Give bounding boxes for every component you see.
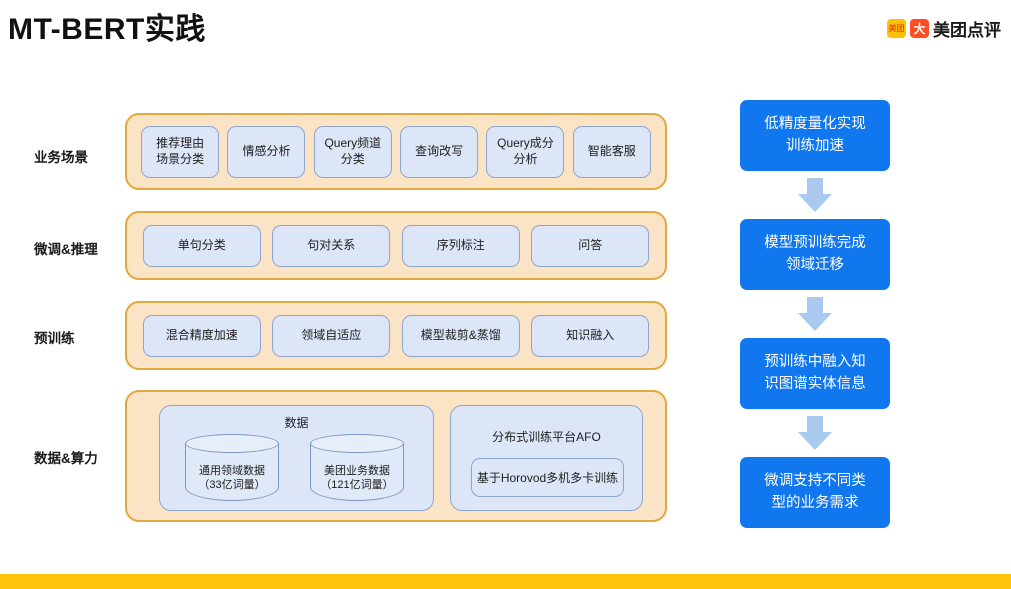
chip-sentence-pair-relation[interactable]: 句对关系 xyxy=(272,224,391,267)
chip-mixed-precision[interactable]: 混合精度加速 xyxy=(142,314,261,357)
arrow-shaft xyxy=(807,416,823,433)
panel-data: 数据 通用领域数据 （33亿词量） 美团业务数据 （121亿词量） xyxy=(159,405,434,511)
chip-pruning-distill[interactable]: 模型裁剪&蒸馏 xyxy=(401,314,520,357)
row-label-pretrain: 预训练 xyxy=(34,331,75,346)
chip-query-channel[interactable]: Query频道 分类 xyxy=(313,125,392,178)
band-business-scenarios: 推荐理由 场景分类 情感分析 Query频道 分类 查询改写 Query成分 分… xyxy=(125,113,667,190)
chip-sentiment[interactable]: 情感分析 xyxy=(227,125,306,178)
row-label-data: 数据&算力 xyxy=(34,451,98,466)
chip-domain-adaptation[interactable]: 领域自适应 xyxy=(272,314,391,357)
page-title: MT-BERT实践 xyxy=(8,13,206,46)
arrow-head xyxy=(798,194,832,212)
cylinder-meituan-business-data[interactable]: 美团业务数据 （121亿词量） xyxy=(310,434,404,506)
chip-knowledge-fusion[interactable]: 知识融入 xyxy=(531,314,650,357)
flow-arrow-down-icon-3 xyxy=(798,416,832,450)
footer-accent-bar xyxy=(0,574,1011,589)
flow-arrow-down-icon-1 xyxy=(798,178,832,212)
cylinder-top xyxy=(185,434,279,453)
chip-row-pretrain: 混合精度加速 领域自适应 模型裁剪&蒸馏 知识融入 xyxy=(127,303,665,368)
chip-query-rewrite[interactable]: 查询改写 xyxy=(400,125,479,178)
dianping-square-icon: 大 xyxy=(910,19,929,38)
arrow-shaft xyxy=(807,178,823,195)
panel-afo-title: 分布式训练平台AFO xyxy=(492,430,601,444)
cylinder-label: 美团业务数据 （121亿词量） xyxy=(320,465,394,492)
row-label-finetune: 微调&推理 xyxy=(34,242,98,257)
chip-recommend-reason[interactable]: 推荐理由 场景分类 xyxy=(141,125,220,178)
arrow-head xyxy=(798,432,832,450)
chip-query-component[interactable]: Query成分 分析 xyxy=(486,125,565,178)
sub-box-horovod-training[interactable]: 基于Horovod多机多卡训练 xyxy=(471,458,624,497)
panel-afo: 分布式训练平台AFO 基于Horovod多机多卡训练 xyxy=(450,405,643,511)
cylinder-top xyxy=(310,434,404,453)
row-label-business: 业务场景 xyxy=(34,150,88,165)
brand-name: 美团点评 xyxy=(933,21,1001,40)
chip-row-business: 推荐理由 场景分类 情感分析 Query频道 分类 查询改写 Query成分 分… xyxy=(127,115,665,188)
arrow-head xyxy=(798,313,832,331)
chip-smart-service[interactable]: 智能客服 xyxy=(572,125,651,178)
panel-data-title: 数据 xyxy=(284,416,309,430)
flow-step-knowledge-graph-fusion[interactable]: 预训练中融入知 识图谱实体信息 xyxy=(740,338,890,409)
flow-step-pretrain-domain-transfer[interactable]: 模型预训练完成 领域迁移 xyxy=(740,219,890,290)
chip-row-finetune: 单句分类 句对关系 序列标注 问答 xyxy=(127,213,665,278)
chip-single-sentence-classification[interactable]: 单句分类 xyxy=(142,224,261,267)
band-pretraining: 混合精度加速 领域自适应 模型裁剪&蒸馏 知识融入 xyxy=(125,301,667,370)
flow-step-finetune-business-needs[interactable]: 微调支持不同类 型的业务需求 xyxy=(740,457,890,528)
arrow-shaft xyxy=(807,297,823,314)
band-finetune-inference: 单句分类 句对关系 序列标注 问答 xyxy=(125,211,667,280)
meituan-square-icon: 美团 xyxy=(887,19,906,38)
chip-question-answering[interactable]: 问答 xyxy=(531,224,650,267)
band-data-compute: 数据 通用领域数据 （33亿词量） 美团业务数据 （121亿词量） 分布式训练平… xyxy=(125,390,667,522)
flow-step-low-precision-quantization[interactable]: 低精度量化实现 训练加速 xyxy=(740,100,890,171)
cylinder-label: 通用领域数据 （33亿词量） xyxy=(198,465,266,492)
cylinder-general-domain-data[interactable]: 通用领域数据 （33亿词量） xyxy=(185,434,279,506)
brand-logo: 美团 大 美团点评 xyxy=(887,16,1001,41)
chip-sequence-labeling[interactable]: 序列标注 xyxy=(401,224,520,267)
flow-arrow-down-icon-2 xyxy=(798,297,832,331)
